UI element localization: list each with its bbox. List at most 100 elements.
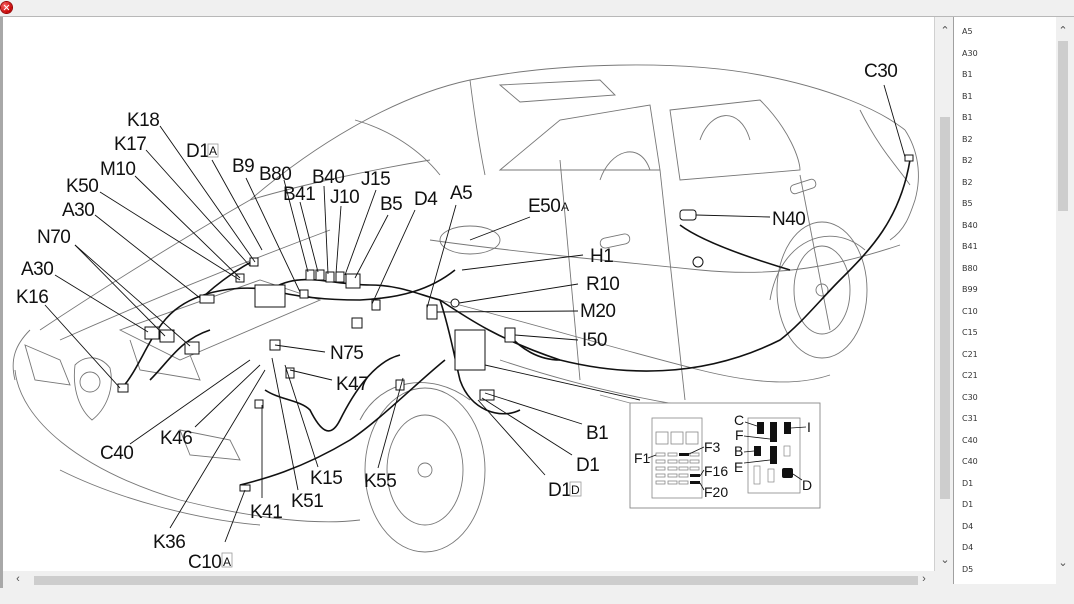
list-item[interactable]: D4 xyxy=(962,543,974,552)
list-item[interactable]: B2 xyxy=(962,177,973,187)
list-item[interactable]: D5 xyxy=(962,564,974,574)
label-c10a[interactable]: C10 xyxy=(188,552,222,573)
label-a30-upper[interactable]: A30 xyxy=(62,200,95,221)
label-b9[interactable]: B9 xyxy=(232,156,255,177)
chevron-down-icon[interactable]: ⌄ xyxy=(940,554,950,566)
fuse-highlights xyxy=(679,453,700,484)
inset-frame xyxy=(629,402,821,509)
list-item[interactable]: B2 xyxy=(962,156,973,165)
label-m10[interactable]: M10 xyxy=(100,159,136,180)
label-k47[interactable]: K47 xyxy=(336,374,369,395)
label-k18[interactable]: K18 xyxy=(127,110,160,131)
label-k51[interactable]: K51 xyxy=(291,491,324,512)
label-d1a[interactable]: D1 xyxy=(186,141,210,162)
fuse-box-inset: F1 F3 F16 F20 xyxy=(599,394,821,509)
label-e50a[interactable]: E50 xyxy=(528,196,561,217)
label-c10a-subbox xyxy=(221,552,233,568)
diagram-vertical-scroll-thumb[interactable] xyxy=(940,117,950,499)
list-item[interactable]: B1 xyxy=(962,91,973,101)
label-n75[interactable]: N75 xyxy=(330,343,364,364)
car-wiring-diagram: K18 K17 D1 A M10 K50 A30 N70 A30 K16 B9 … xyxy=(12,61,919,573)
chevron-up-icon[interactable]: ⌃ xyxy=(940,25,950,37)
list-item[interactable]: D1 xyxy=(962,500,974,509)
list-item[interactable]: B41 xyxy=(962,242,978,251)
list-item[interactable]: B99 xyxy=(962,285,978,294)
list-item[interactable]: C31 xyxy=(962,414,978,423)
label-j15[interactable]: J15 xyxy=(361,169,391,190)
label-d1d[interactable]: D1 xyxy=(548,480,572,501)
diagram-vertical-scrollbar[interactable]: ⌃ ⌄ xyxy=(934,17,953,571)
list-item[interactable]: B40 xyxy=(962,220,978,230)
label-d1a-sub: A xyxy=(209,144,217,158)
relay-box xyxy=(747,417,801,494)
list-item[interactable]: A5 xyxy=(962,27,973,36)
label-b80[interactable]: B80 xyxy=(259,164,292,185)
wiring-diagram-canvas[interactable]: K18 K17 D1 A M10 K50 A30 N70 A30 K16 B9 … xyxy=(3,17,928,573)
label-c10a-sub: A xyxy=(223,555,231,569)
close-icon[interactable] xyxy=(1,2,12,13)
list-item[interactable]: C10 xyxy=(962,306,978,316)
diagram-horizontal-scrollbar[interactable]: ‹ › xyxy=(3,571,934,588)
list-vertical-scroll-thumb[interactable] xyxy=(1058,41,1068,211)
label-h1[interactable]: H1 xyxy=(590,246,614,267)
label-b40[interactable]: B40 xyxy=(312,167,345,188)
label-d1d-sub: D xyxy=(571,483,580,497)
list-item[interactable]: B5 xyxy=(962,199,973,208)
relay-label-e: E xyxy=(734,459,743,475)
chevron-up-icon[interactable]: ⌃ xyxy=(1058,25,1068,37)
label-b5[interactable]: B5 xyxy=(380,194,403,215)
list-item[interactable]: C40 xyxy=(962,435,978,445)
label-k41[interactable]: K41 xyxy=(250,502,283,523)
label-c30[interactable]: C30 xyxy=(864,61,898,82)
label-e50a-sub: A xyxy=(561,200,569,214)
label-k50[interactable]: K50 xyxy=(66,176,99,197)
label-i50[interactable]: I50 xyxy=(582,330,607,351)
label-k17[interactable]: K17 xyxy=(114,134,147,155)
chevron-left-icon[interactable]: ‹ xyxy=(16,573,20,585)
fuse-label-f1: F1 xyxy=(634,450,651,466)
label-n40[interactable]: N40 xyxy=(772,209,806,230)
fuse-label-f20: F20 xyxy=(704,484,728,500)
label-c40[interactable]: C40 xyxy=(100,443,134,464)
label-r10[interactable]: R10 xyxy=(586,274,620,295)
label-a30-lower[interactable]: A30 xyxy=(21,259,54,280)
chevron-right-icon[interactable]: › xyxy=(922,573,926,585)
label-k55[interactable]: K55 xyxy=(364,471,397,492)
label-b1[interactable]: B1 xyxy=(586,423,609,444)
label-a5[interactable]: A5 xyxy=(450,183,473,204)
list-vertical-scrollbar[interactable]: ⌃ ⌄ xyxy=(1056,17,1070,584)
list-item[interactable]: D1 xyxy=(962,478,974,488)
list-item[interactable]: D4 xyxy=(962,521,974,531)
diagram-horizontal-scroll-thumb[interactable] xyxy=(34,576,918,585)
label-k36[interactable]: K36 xyxy=(153,532,186,553)
label-k16[interactable]: K16 xyxy=(16,287,49,308)
list-item[interactable]: B2 xyxy=(962,134,973,144)
list-item[interactable]: C21 xyxy=(962,371,978,380)
list-item[interactable]: C15 xyxy=(962,328,978,337)
list-item[interactable]: B1 xyxy=(962,70,973,79)
fuse-label-f16: F16 xyxy=(704,463,728,479)
list-item[interactable]: B1 xyxy=(962,113,973,122)
fuse-box xyxy=(651,417,703,499)
label-d1[interactable]: D1 xyxy=(576,455,600,476)
label-k46[interactable]: K46 xyxy=(160,428,193,449)
label-d4[interactable]: D4 xyxy=(414,189,439,210)
relay-label-f: F xyxy=(735,427,744,443)
list-item[interactable]: C21 xyxy=(962,349,978,359)
label-b41[interactable]: B41 xyxy=(283,184,316,205)
list-item[interactable]: C30 xyxy=(962,392,978,402)
chevron-down-icon[interactable]: ⌄ xyxy=(1058,557,1068,569)
relay-label-b: B xyxy=(734,443,743,459)
label-n70[interactable]: N70 xyxy=(37,227,71,248)
label-m20[interactable]: M20 xyxy=(580,301,616,322)
list-item[interactable]: A30 xyxy=(962,48,978,58)
fuse-label-f3: F3 xyxy=(704,439,721,455)
list-item[interactable]: B80 xyxy=(962,263,978,273)
label-k15[interactable]: K15 xyxy=(310,468,343,489)
list-item[interactable]: C40 xyxy=(962,457,978,466)
label-j10[interactable]: J10 xyxy=(330,187,360,208)
component-labels: K18 K17 D1 A M10 K50 A30 N70 A30 K16 B9 … xyxy=(16,61,898,573)
label-d1a-subbox xyxy=(207,143,219,158)
